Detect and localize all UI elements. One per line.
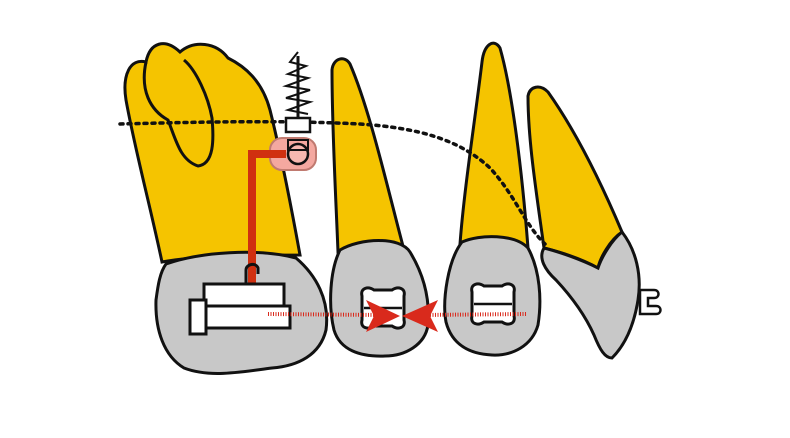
arrow-right	[267, 300, 400, 332]
canine-crown	[540, 229, 641, 360]
molar-root	[123, 42, 302, 264]
screw-collar	[284, 116, 312, 134]
molar-bracket-upper	[202, 282, 286, 308]
arrow-left-shaft	[419, 312, 527, 317]
screw-threads	[282, 51, 314, 115]
arrow-right-head	[366, 300, 400, 332]
arrow-left-head	[402, 300, 438, 332]
arrow-right-shaft	[267, 312, 381, 317]
canine	[526, 85, 662, 360]
arrow-left	[402, 300, 527, 332]
screw-head-socket	[286, 142, 310, 166]
first-premolar-root	[458, 41, 530, 251]
dotted-reference-line	[118, 119, 547, 246]
molar-bracket	[188, 262, 292, 336]
molar-root-groove	[142, 58, 215, 168]
molar-bracket-cap	[188, 298, 208, 336]
canine-bracket	[638, 288, 662, 316]
canine-root	[526, 85, 624, 271]
screw-slot	[287, 139, 309, 151]
first-premolar-bracket	[470, 282, 516, 326]
molar-bracket-hook	[244, 262, 260, 284]
molar-bracket-lower	[192, 304, 292, 330]
second-premolar-root	[330, 57, 406, 254]
